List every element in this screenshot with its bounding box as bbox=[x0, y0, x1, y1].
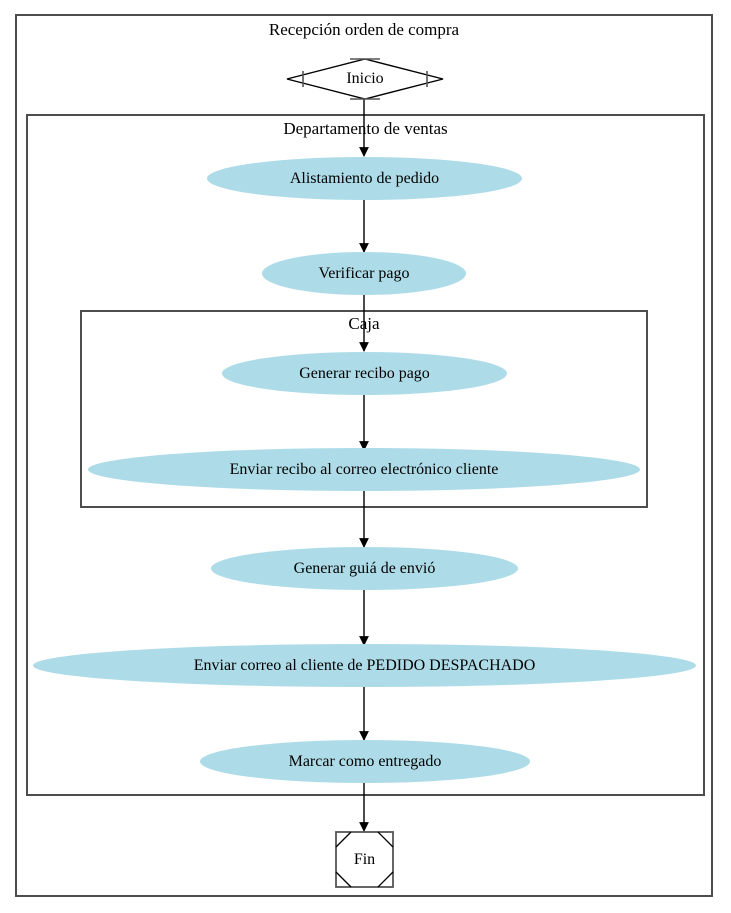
node-correo-recibo-label: Enviar recibo al correo electrónico clie… bbox=[229, 460, 499, 478]
node-alistamiento-label: Alistamiento de pedido bbox=[289, 169, 440, 187]
node-despachado-label: Enviar correo al cliente de PEDIDO DESPA… bbox=[193, 656, 536, 674]
node-alistamiento[interactable]: Alistamiento de pedido bbox=[207, 157, 522, 200]
container-outer bbox=[15, 14, 713, 897]
node-inicio[interactable] bbox=[286, 58, 444, 100]
container-ventas bbox=[26, 114, 705, 796]
node-fin[interactable] bbox=[335, 831, 394, 888]
node-guia[interactable]: Generar guiá de envió bbox=[211, 547, 518, 590]
node-verificar-label: Verificar pago bbox=[318, 264, 410, 282]
node-recibo[interactable]: Generar recibo pago bbox=[222, 352, 507, 395]
container-ventas-label: Departamento de ventas bbox=[283, 119, 448, 138]
node-guia-label: Generar guiá de envió bbox=[293, 559, 436, 577]
inicio-diamond-shape bbox=[286, 58, 444, 100]
node-correo-recibo[interactable]: Enviar recibo al correo electrónico clie… bbox=[88, 448, 640, 491]
fin-cut-top-left bbox=[335, 831, 352, 848]
node-recibo-label: Generar recibo pago bbox=[299, 364, 430, 382]
node-verificar[interactable]: Verificar pago bbox=[262, 252, 466, 295]
node-despachado[interactable]: Enviar correo al cliente de PEDIDO DESPA… bbox=[33, 644, 696, 687]
node-entregado-label: Marcar como entregado bbox=[288, 752, 442, 770]
container-outer-label: Recepción orden de compra bbox=[268, 20, 460, 39]
fin-square-shape bbox=[335, 831, 394, 888]
fin-cut-top-right bbox=[377, 831, 394, 848]
fin-cut-bottom-left bbox=[335, 871, 352, 888]
fin-cut-bottom-right bbox=[377, 871, 394, 888]
node-entregado[interactable]: Marcar como entregado bbox=[200, 740, 530, 783]
